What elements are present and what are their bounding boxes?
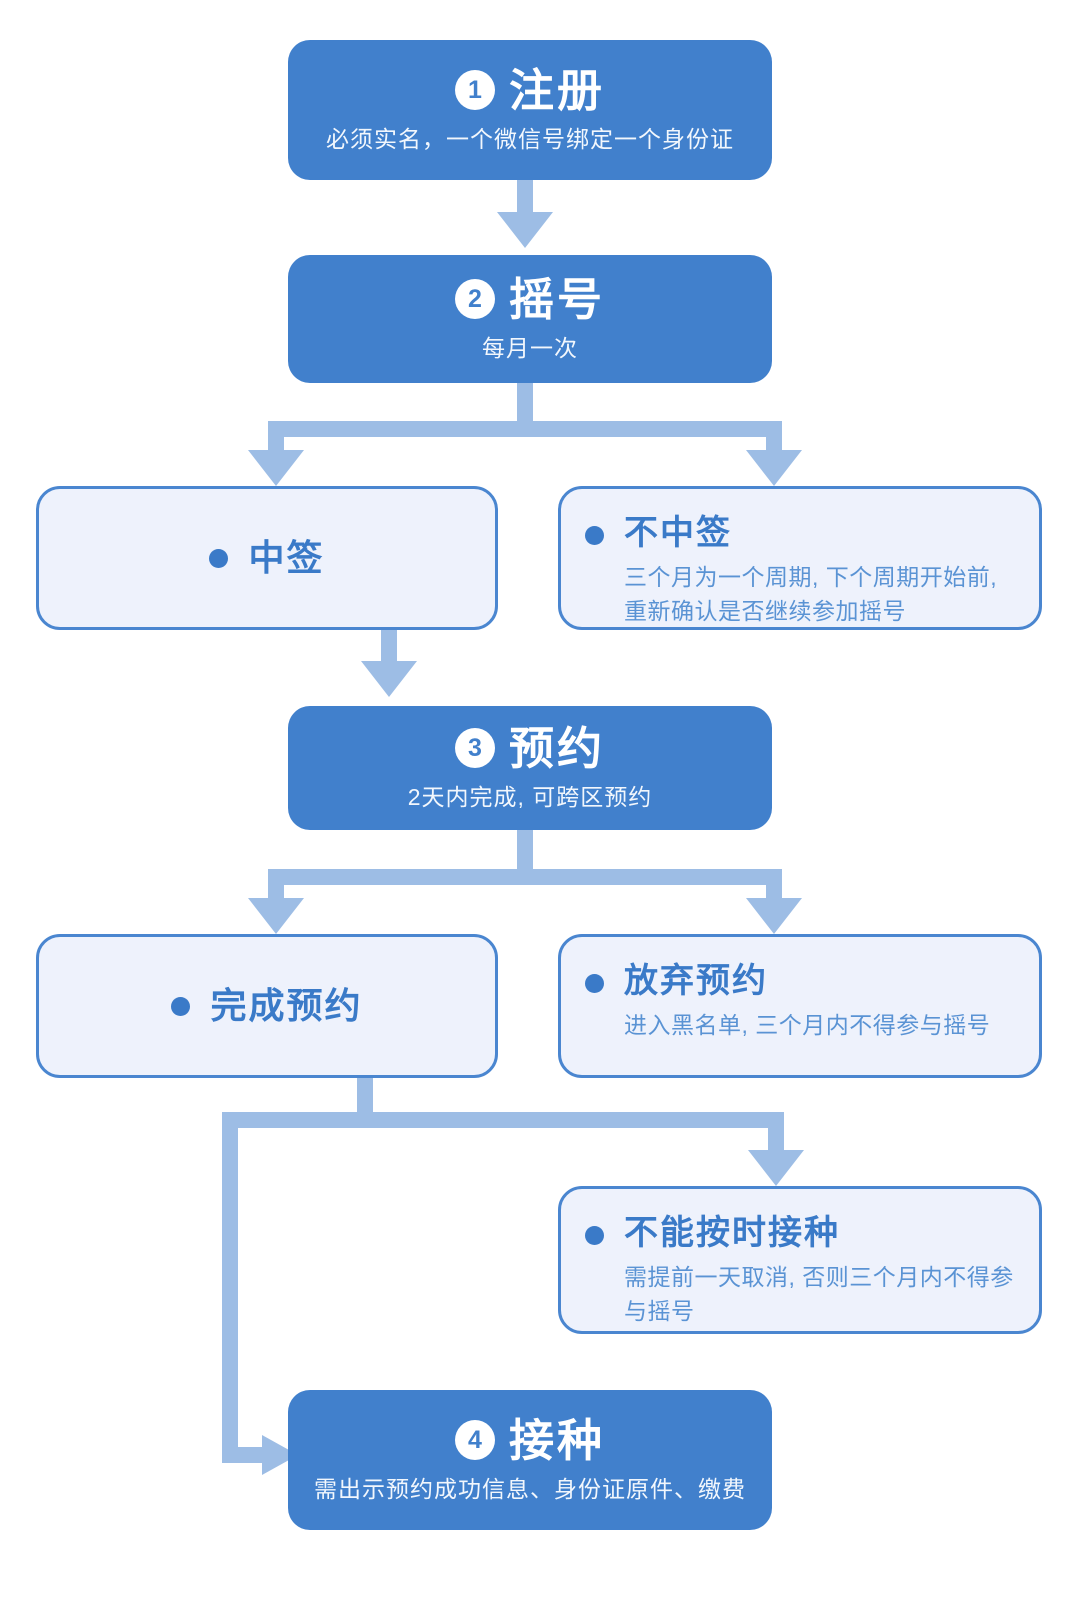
outcome-body: 不能按时接种 需提前一天取消, 否则三个月内不得参与摇号 [624, 1214, 1015, 1328]
step-title: 接种 [508, 1414, 605, 1466]
step-header: 4 接种 [454, 1414, 605, 1466]
outcome-body: 放弃预约 进入黑名单, 三个月内不得参与摇号 [624, 962, 991, 1043]
step-number-badge: 4 [454, 1420, 495, 1461]
bullet-dot-icon [585, 974, 604, 993]
outcome-box-lose[interactable]: 不中签 三个月为一个周期, 下个周期开始前, 重新确认是否继续参加摇号 [558, 486, 1042, 630]
step-box-register[interactable]: 1 注册 必须实名，一个微信号绑定一个身份证 [288, 40, 772, 180]
bullet-dot-icon [585, 1226, 604, 1245]
outcome-title: 不中签 [624, 514, 732, 552]
outcome-row: 放弃预约 进入黑名单, 三个月内不得参与摇号 [585, 962, 1015, 1043]
step-header: 2 摇号 [454, 273, 605, 325]
step-header: 3 预约 [454, 722, 605, 774]
step-box-vaccination[interactable]: 4 接种 需出示预约成功信息、身份证原件、缴费 [288, 1390, 772, 1530]
outcome-title: 不能按时接种 [624, 1214, 840, 1252]
bullet-dot-icon [209, 548, 229, 568]
connector-step2-branch [248, 382, 802, 486]
step-subtitle: 需出示预约成功信息、身份证原件、缴费 [314, 1475, 746, 1502]
outcome-title: 放弃预约 [624, 962, 768, 1000]
step-subtitle: 必须实名，一个微信号绑定一个身份证 [326, 125, 734, 152]
step-header: 1 注册 [454, 64, 605, 116]
outcome-row: 不能按时接种 需提前一天取消, 否则三个月内不得参与摇号 [585, 1214, 1015, 1328]
connector-step3-branch [248, 830, 802, 934]
step-number-badge: 2 [454, 279, 495, 320]
outcome-description: 三个月为一个周期, 下个周期开始前, 重新确认是否继续参加摇号 [624, 564, 998, 624]
connector-booked-join [222, 1077, 804, 1475]
outcome-description: 进入黑名单, 三个月内不得参与摇号 [624, 1012, 991, 1039]
bullet-dot-icon [171, 996, 191, 1016]
outcome-body: 不中签 三个月为一个周期, 下个周期开始前, 重新确认是否继续参加摇号 [624, 514, 1015, 628]
step-number-badge: 3 [454, 728, 495, 769]
outcome-description: 需提前一天取消, 否则三个月内不得参与摇号 [624, 1264, 1014, 1324]
step-title: 预约 [508, 722, 605, 774]
step-number-badge: 1 [454, 70, 495, 111]
bullet-dot-icon [585, 526, 604, 545]
outcome-box-booked[interactable]: 完成预约 [36, 934, 498, 1078]
step-subtitle: 每月一次 [482, 334, 578, 361]
outcome-title: 完成预约 [210, 985, 363, 1027]
outcome-box-late[interactable]: 不能按时接种 需提前一天取消, 否则三个月内不得参与摇号 [558, 1186, 1042, 1334]
outcome-box-win[interactable]: 中签 [36, 486, 498, 630]
step-box-lottery[interactable]: 2 摇号 每月一次 [288, 255, 772, 383]
outcome-box-abandon[interactable]: 放弃预约 进入黑名单, 三个月内不得参与摇号 [558, 934, 1042, 1078]
connector-step1-to-step2 [497, 180, 553, 248]
step-subtitle: 2天内完成, 可跨区预约 [407, 783, 653, 810]
step-title: 摇号 [508, 273, 605, 325]
outcome-title: 中签 [248, 537, 325, 579]
step-box-appointment[interactable]: 3 预约 2天内完成, 可跨区预约 [288, 706, 772, 830]
step-title: 注册 [508, 64, 605, 116]
outcome-row: 不中签 三个月为一个周期, 下个周期开始前, 重新确认是否继续参加摇号 [585, 514, 1015, 628]
connector-win-to-step3 [361, 629, 417, 697]
